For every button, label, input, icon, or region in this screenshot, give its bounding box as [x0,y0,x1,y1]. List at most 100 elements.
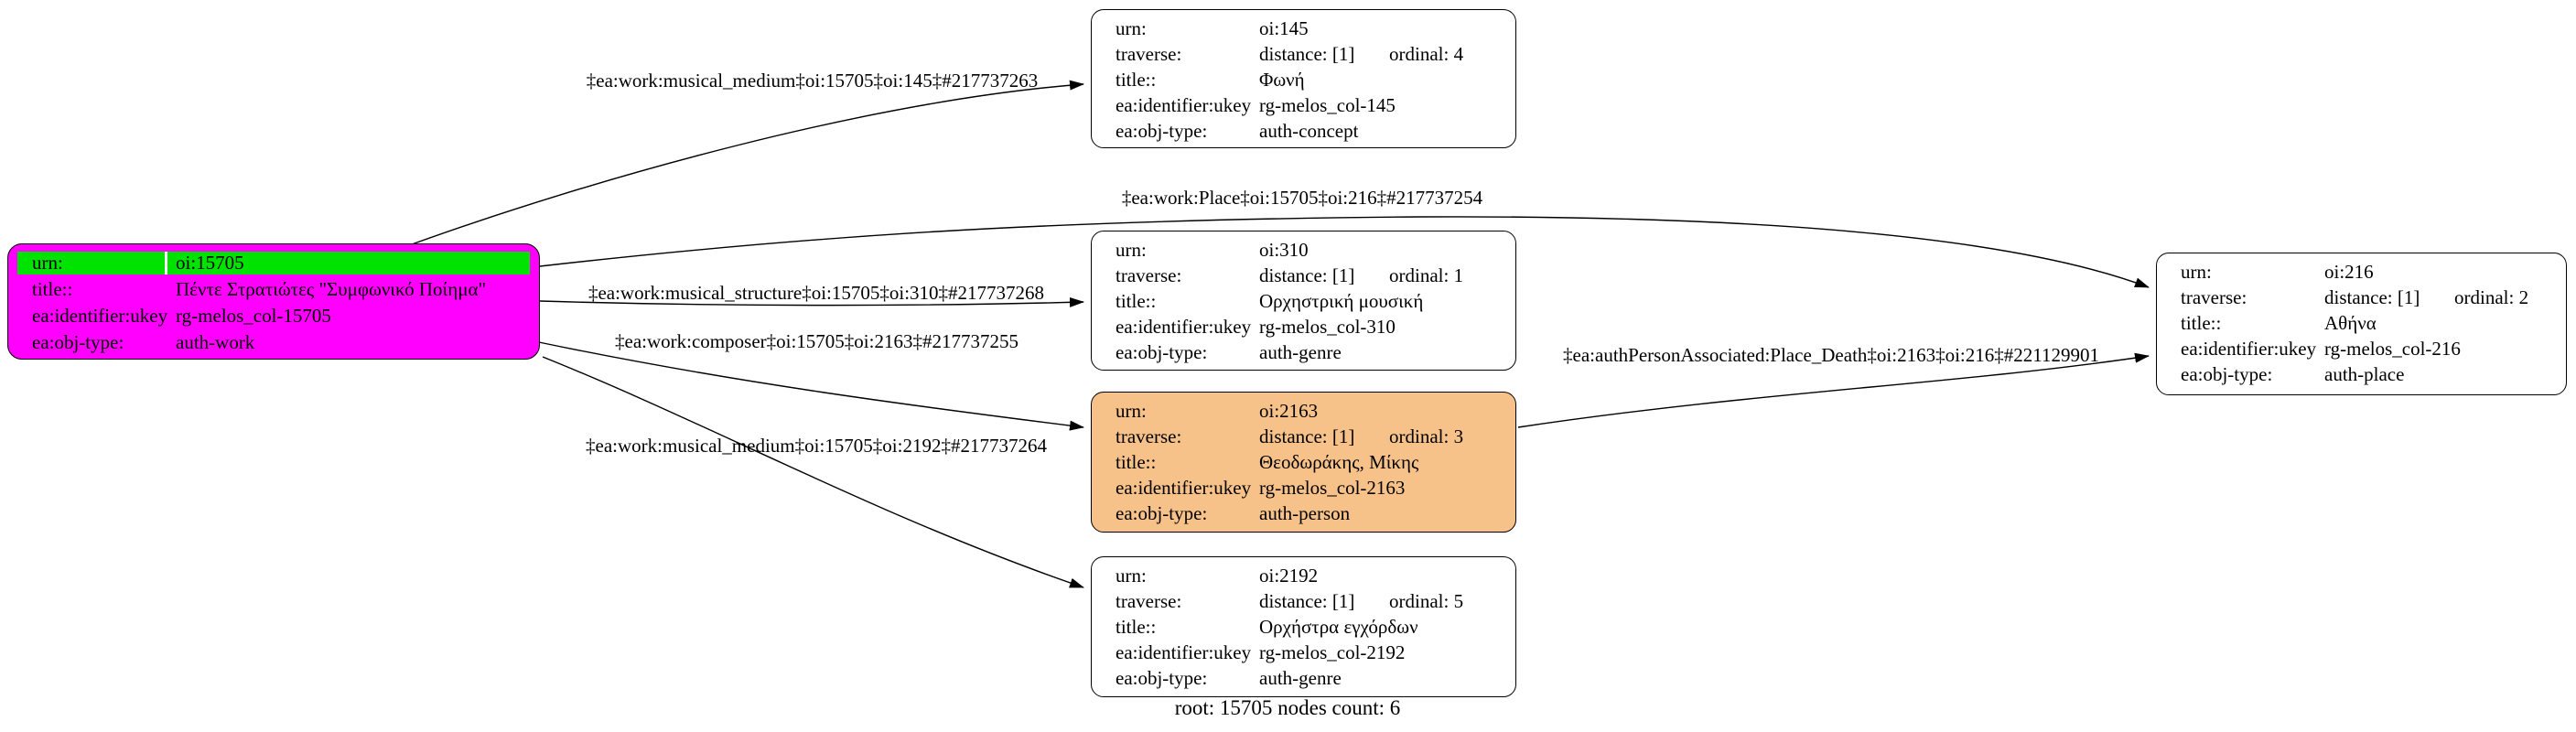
node-row-title: title:: Πέντε Στρατιώτες "Συμφωνικό Ποίη… [17,276,530,303]
field-value-objtype: auth-place [2324,362,2405,385]
field-value-title: Ορχηστρική μουσική [1259,289,1424,312]
field-label-traverse: traverse: [1116,42,1182,65]
field-label-identifier: ea:identifier:ukey [1116,315,1252,338]
edge-label-place-216: ‡ea:work:Place‡oi:15705‡oi:216‡#21773725… [1121,187,1483,209]
graph-node-2192[interactable]: urn: oi:2192 traverse: distance: [1] ord… [1091,556,1516,697]
field-label-objtype: ea:obj-type: [2181,362,2273,385]
field-value-distance: distance: [1] [1259,42,1355,65]
node-row-objtype: ea:obj-type: auth-place [2166,361,2557,387]
node-row-traverse: traverse: distance: [1] ordinal: 1 [1101,263,1506,288]
field-value-title: Αθήνα [2324,311,2377,334]
field-label-objtype: ea:obj-type: [1116,340,1208,363]
field-value-urn: oi:216 [2324,260,2374,283]
field-label-title: title:: [2181,311,2222,334]
edge-place-death-216 [1517,352,2150,428]
node-row-title: title:: Ορχήστρα εγχόρδων [1101,614,1506,640]
node-row-urn: urn: oi:145 [1101,16,1506,41]
field-value-objtype: auth-work [176,331,255,353]
field-value-distance: distance: [1] [1259,425,1355,447]
graph-node-216[interactable]: urn: oi:216 traverse: distance: [1] ordi… [2156,253,2567,395]
node-row-urn: urn: oi:2192 [1101,563,1506,588]
field-label-objtype: ea:obj-type: [32,331,124,353]
graph-node-310[interactable]: urn: oi:310 traverse: distance: [1] ordi… [1091,231,1516,371]
field-label-identifier: ea:identifier:ukey [32,305,168,327]
node-row-identifier: ea:identifier:ukey rg-melos_col-216 [2166,336,2557,361]
field-value-urn: oi:310 [1259,238,1309,261]
field-value-title: Φωνή [1259,68,1305,91]
node-row-urn: urn: oi:15705 [17,250,530,276]
node-row-identifier: ea:identifier:ukey rg-melos_col-2192 [1101,640,1506,665]
field-label-traverse: traverse: [2181,285,2247,308]
field-label-title: title:: [1116,68,1157,91]
graph-node-145[interactable]: urn: oi:145 traverse: distance: [1] ordi… [1091,9,1516,148]
node-row-urn: urn: oi:216 [2166,259,2557,285]
node-row-objtype: ea:obj-type: auth-work [17,329,530,356]
node-row-traverse: traverse: distance: [1] ordinal: 3 [1101,424,1506,449]
field-value-objtype: auth-genre [1259,340,1342,363]
field-label-urn: urn: [1116,238,1147,261]
field-label-objtype: ea:obj-type: [1116,501,1208,524]
node-row-urn: urn: oi:2163 [1101,398,1506,424]
node-row-traverse: traverse: distance: [1] ordinal: 4 [1101,41,1506,67]
field-value-ordinal: ordinal: 4 [1389,42,1464,65]
field-label-urn: urn: [1116,564,1147,587]
node-row-traverse: traverse: distance: [1] ordinal: 2 [2166,285,2557,310]
field-value-ordinal: ordinal: 5 [1389,589,1464,612]
node-row-objtype: ea:obj-type: auth-person [1101,501,1506,526]
field-label-urn: urn: [17,252,167,274]
node-row-title: title:: Ορχηστρική μουσική [1101,288,1506,314]
field-label-title: title:: [32,278,73,300]
field-value-identifier: rg-melos_col-2163 [1259,476,1406,499]
graph-node-2163[interactable]: urn: oi:2163 traverse: distance: [1] ord… [1091,392,1516,533]
field-label-objtype: ea:obj-type: [1116,119,1208,142]
field-value-objtype: auth-person [1259,501,1351,524]
field-label-identifier: ea:identifier:ukey [2181,337,2317,360]
field-value-title: Θεοδωράκης, Μίκης [1259,450,1419,473]
node-row-objtype: ea:obj-type: auth-genre [1101,665,1506,691]
node-row-title: title:: Θεοδωράκης, Μίκης [1101,449,1506,475]
node-row-urn: urn: oi:310 [1101,237,1506,263]
edge-composer-2163 [538,341,1084,431]
field-value-distance: distance: [1] [1259,589,1355,612]
node-row-identifier: ea:identifier:ukey rg-melos_col-145 [1101,92,1506,118]
field-label-traverse: traverse: [1116,425,1182,447]
node-row-title: title:: Φωνή [1101,67,1506,92]
field-value-title: Πέντε Στρατιώτες "Συμφωνικό Ποίημα" [176,278,487,300]
field-label-traverse: traverse: [1116,589,1182,612]
field-label-identifier: ea:identifier:ukey [1116,93,1252,116]
field-value-ordinal: ordinal: 3 [1389,425,1464,447]
node-row-identifier: ea:identifier:ukey rg-melos_col-2163 [1101,475,1506,501]
edge-musical-medium-145 [411,80,1084,245]
node-row-identifier: ea:identifier:ukey rg-melos_col-310 [1101,314,1506,339]
field-value-urn: oi:145 [1259,16,1309,39]
edge-label-musical-medium-145: ‡ea:work:musical_medium‡oi:15705‡oi:145‡… [586,70,1039,92]
field-value-urn: oi:2163 [1259,399,1319,422]
graph-caption: root: 15705 nodes count: 6 [1174,696,1401,719]
field-value-distance: distance: [1] [2324,285,2420,308]
node-row-traverse: traverse: distance: [1] ordinal: 5 [1101,588,1506,614]
field-label-urn: urn: [2181,260,2212,283]
edge-place-216 [539,216,2150,288]
field-value-identifier: rg-melos_col-310 [1259,315,1396,338]
field-value-urn: oi:15705 [167,252,530,274]
field-label-title: title:: [1116,450,1157,473]
field-label-urn: urn: [1116,399,1147,422]
node-row-objtype: ea:obj-type: auth-genre [1101,339,1506,365]
graph-node-15705[interactable]: urn: oi:15705 title:: Πέντε Στρατιώτες "… [7,243,540,360]
edge-musical-medium-2192 [542,356,1084,588]
field-value-identifier: rg-melos_col-145 [1259,93,1396,116]
field-label-traverse: traverse: [1116,264,1182,286]
field-label-identifier: ea:identifier:ukey [1116,476,1252,499]
field-value-ordinal: ordinal: 2 [2454,285,2529,308]
field-value-distance: distance: [1] [1259,264,1355,286]
field-label-objtype: ea:obj-type: [1116,666,1208,689]
field-value-urn: oi:2192 [1259,564,1319,587]
edge-musical-structure-310 [539,296,1084,307]
edge-label-musical-medium-2192: ‡ea:work:musical_medium‡oi:15705‡oi:2192… [586,435,1047,457]
field-value-ordinal: ordinal: 1 [1389,264,1464,286]
field-label-urn: urn: [1116,16,1147,39]
field-value-identifier: rg-melos_col-2192 [1259,640,1406,663]
field-label-identifier: ea:identifier:ukey [1116,640,1252,663]
field-value-objtype: auth-concept [1259,119,1359,142]
